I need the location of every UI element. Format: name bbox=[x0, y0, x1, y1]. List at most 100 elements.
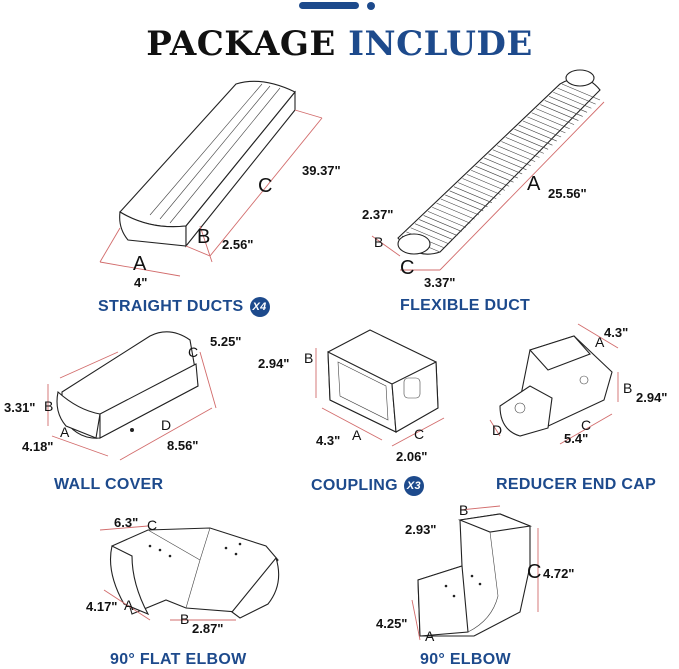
reducer-end-cap-dim-a: 4.3" bbox=[604, 325, 628, 340]
coupling-dim-b: 2.94" bbox=[258, 356, 289, 371]
reducer-end-cap-label-d: D bbox=[492, 422, 502, 438]
reducer-end-cap-drawing: A B C D 4.3" 2.94" 5.4" bbox=[489, 323, 667, 446]
coupling-label-b: B bbox=[304, 350, 313, 366]
flex-duct-rib bbox=[475, 165, 514, 183]
caption-reducer-end-cap-text: REDUCER END CAP bbox=[496, 476, 657, 493]
straight-duct-drawing: A B C 4" 2.56" 39.37" bbox=[99, 80, 341, 290]
flexible-duct-dim-a: 25.56" bbox=[548, 186, 587, 201]
flex-duct-rib bbox=[561, 83, 601, 101]
flex-duct-rib bbox=[436, 202, 475, 220]
flex-duct-rib bbox=[522, 120, 562, 138]
caption-coupling: COUPLING X3 bbox=[311, 476, 424, 496]
elbow-dim-b: 2.93" bbox=[405, 522, 436, 537]
caption-wall-cover-text: WALL COVER bbox=[54, 476, 164, 493]
wall-cover-dim-a: 4.18" bbox=[22, 439, 53, 454]
flex-duct-rib bbox=[488, 153, 527, 171]
flex-duct-rib bbox=[432, 206, 471, 224]
caption-flat-elbow: 90° FLAT ELBOW bbox=[110, 651, 247, 669]
flex-duct-rib bbox=[471, 169, 510, 187]
elbow-label-a: A bbox=[425, 628, 435, 644]
wall-cover-dim-c: 5.25" bbox=[210, 334, 241, 349]
flex-duct-rib bbox=[540, 104, 579, 121]
flex-duct-rib bbox=[535, 108, 575, 125]
coupling-label-a: A bbox=[352, 427, 362, 443]
flex-duct-rib bbox=[462, 178, 501, 195]
reducer-end-cap-label-a: A bbox=[595, 334, 605, 350]
flexible-duct-drawing: A B C 25.56" 2.37" 3.37" bbox=[362, 69, 605, 290]
coupling-drawing: B A C 2.94" 4.3" 2.06" bbox=[258, 329, 445, 464]
reducer-end-cap-label-b: B bbox=[623, 380, 632, 396]
caption-flat-elbow-text: 90° FLAT ELBOW bbox=[110, 651, 247, 668]
flex-duct-rib bbox=[440, 198, 480, 216]
wall-cover-dim-b: 3.31" bbox=[4, 400, 35, 415]
flexible-duct-dim-c: 3.37" bbox=[424, 275, 455, 290]
flex-duct-rib bbox=[497, 145, 536, 162]
page-title: PACKAGE INCLUDE bbox=[0, 24, 679, 64]
caption-elbow-text: 90° ELBOW bbox=[420, 651, 511, 668]
straight-duct-label-c: C bbox=[258, 175, 272, 197]
elbow-label-c: C bbox=[527, 561, 541, 583]
caption-reducer-end-cap: REDUCER END CAP bbox=[496, 476, 656, 494]
caption-straight-ducts-text: STRAIGHT DUCTS bbox=[98, 298, 244, 316]
flat-elbow-dim-b: 2.87" bbox=[192, 621, 223, 636]
flat-elbow-dim-c: 6.3" bbox=[114, 515, 138, 530]
reducer-end-cap-label-c: C bbox=[581, 417, 591, 433]
flex-duct-rib bbox=[518, 124, 557, 142]
elbow-dim-c: 4.72" bbox=[543, 566, 574, 581]
flex-duct-rib bbox=[527, 116, 566, 134]
flex-duct-rib bbox=[419, 219, 458, 236]
wall-cover-label-d: D bbox=[161, 417, 171, 433]
quantity-badge-coupling: X3 bbox=[403, 476, 424, 496]
caption-straight-ducts: STRAIGHT DUCTS X4 bbox=[98, 297, 270, 317]
header-decoration-dot bbox=[367, 2, 375, 10]
wall-cover-label-c: C bbox=[188, 344, 198, 360]
flex-duct-rib bbox=[553, 91, 592, 109]
flex-duct-rib bbox=[445, 194, 484, 212]
caption-coupling-text: COUPLING bbox=[311, 477, 398, 495]
flat-elbow-label-c: C bbox=[147, 517, 157, 533]
quantity-badge-straight-ducts: X4 bbox=[249, 297, 270, 317]
elbow-dim-a: 4.25" bbox=[376, 616, 407, 631]
straight-duct-label-a: A bbox=[133, 253, 147, 275]
flex-duct-rib bbox=[548, 96, 588, 113]
coupling-label-c: C bbox=[414, 426, 424, 442]
flex-duct-rib bbox=[492, 149, 531, 167]
flat-elbow-label-b: B bbox=[180, 611, 189, 627]
caption-flexible-duct-text: FLEXIBLE DUCT bbox=[400, 297, 531, 314]
flex-duct-rib bbox=[479, 161, 518, 179]
elbow-label-b: B bbox=[459, 502, 468, 518]
reducer-end-cap-dim-c: 5.4" bbox=[564, 431, 588, 446]
flexible-duct-dim-b: 2.37" bbox=[362, 207, 393, 222]
flex-duct-rib bbox=[501, 141, 540, 158]
wall-cover-dim-d: 8.56" bbox=[167, 438, 198, 453]
flat-elbow-label-a: A bbox=[124, 597, 134, 613]
title-word-package: PACKAGE bbox=[146, 24, 336, 64]
flex-duct-rib bbox=[453, 186, 493, 203]
title-word-include: INCLUDE bbox=[348, 24, 533, 64]
flex-duct-rib bbox=[449, 190, 488, 208]
flex-duct-rib bbox=[410, 227, 449, 245]
caption-flexible-duct: FLEXIBLE DUCT bbox=[400, 297, 530, 315]
flat-elbow-dim-a: 4.17" bbox=[86, 599, 117, 614]
coupling-dim-c: 2.06" bbox=[396, 449, 427, 464]
flexible-duct-label-a: A bbox=[527, 173, 541, 195]
wall-cover-drawing: B A C D 3.31" 4.18" 5.25" 8.56" bbox=[4, 331, 241, 461]
flex-duct-rib bbox=[427, 211, 467, 228]
straight-duct-dim-b: 2.56" bbox=[222, 237, 253, 252]
flexible-duct-label-b: B bbox=[374, 234, 383, 250]
flex-duct-rib bbox=[505, 137, 544, 154]
flex-duct-rib bbox=[484, 157, 523, 175]
flex-duct-rib bbox=[414, 223, 454, 240]
reducer-end-cap-dim-b: 2.94" bbox=[636, 390, 667, 405]
flex-duct-rib bbox=[509, 133, 549, 150]
straight-duct-dim-a: 4" bbox=[134, 275, 147, 290]
flat-elbow-drawing: C A B 6.3" 4.17" 2.87" bbox=[86, 515, 280, 636]
straight-duct-dim-c: 39.37" bbox=[302, 163, 341, 178]
flex-duct-rib bbox=[557, 87, 596, 105]
elbow-drawing: B C A 2.93" 4.72" 4.25" bbox=[376, 502, 574, 644]
wall-cover-label-b: B bbox=[44, 398, 53, 414]
flex-duct-rib bbox=[544, 100, 583, 117]
caption-wall-cover: WALL COVER bbox=[54, 476, 163, 494]
flexible-duct-label-c: C bbox=[400, 257, 414, 279]
wall-cover-label-a: A bbox=[60, 424, 70, 440]
